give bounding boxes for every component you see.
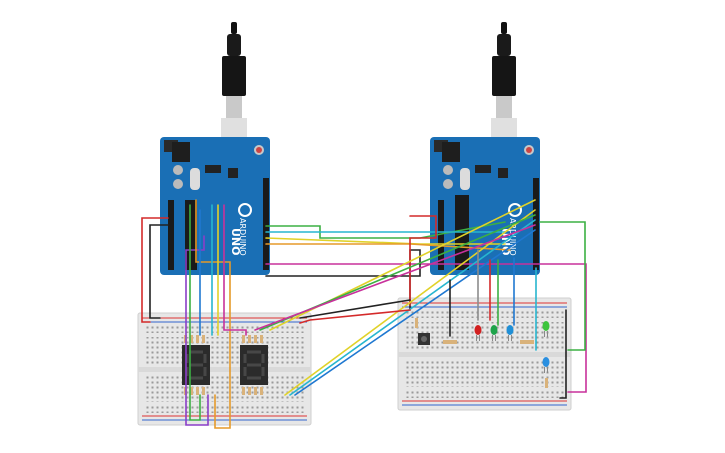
power-jack-icon (172, 142, 190, 162)
wires[interactable] (141, 199, 587, 429)
power-header[interactable] (438, 200, 444, 270)
power-jack-icon (442, 142, 460, 162)
arduino-uno-right[interactable]: ARDUINO UNO (430, 22, 540, 275)
segment-digit-icon (185, 350, 207, 380)
arduino-brand-label: ARDUINO (238, 218, 247, 256)
digital-header[interactable] (263, 178, 269, 270)
pushbutton[interactable] (418, 333, 430, 345)
usb-cable-icon (491, 22, 517, 138)
led-green-2[interactable] (542, 321, 550, 337)
seven-segment-display-2[interactable] (240, 345, 268, 385)
capacitor-icon (443, 165, 453, 175)
arduino-logo-icon (508, 203, 522, 217)
wire-black (265, 249, 421, 311)
wire-black (559, 309, 567, 399)
led-blue-1[interactable] (506, 325, 514, 341)
wire-red (299, 309, 411, 324)
arduino-uno-left[interactable]: ARDUINO UNO (160, 22, 270, 275)
arduino-logo-icon (238, 203, 252, 217)
wire-green (189, 204, 201, 421)
wire-orange (195, 199, 231, 429)
wire-magenta (254, 224, 536, 331)
atmega-chip-icon (185, 200, 197, 270)
wire-magenta (223, 204, 247, 336)
breadboard-left[interactable] (137, 312, 312, 426)
resistors-right (415, 318, 548, 388)
digital-header[interactable] (533, 178, 539, 270)
led-green-1[interactable] (490, 325, 498, 341)
wire-green (539, 221, 586, 351)
segment-digit-icon (243, 350, 265, 380)
breadboard-right[interactable] (397, 297, 572, 411)
wire-cyan (289, 219, 536, 396)
capacitor-icon (173, 165, 183, 175)
led-group (474, 321, 550, 373)
wire-magenta (265, 263, 587, 393)
led-red[interactable] (474, 325, 482, 341)
uno-label: UNO (229, 228, 242, 256)
led-blue-2[interactable] (542, 357, 550, 373)
wire-black (299, 299, 411, 319)
wire-black (149, 224, 169, 319)
wire-blue (294, 229, 536, 396)
usb-cable-icon (221, 22, 247, 138)
wire-purple (185, 235, 209, 426)
wire-red (409, 215, 437, 306)
power-header[interactable] (168, 200, 174, 270)
wire-red (141, 217, 169, 323)
